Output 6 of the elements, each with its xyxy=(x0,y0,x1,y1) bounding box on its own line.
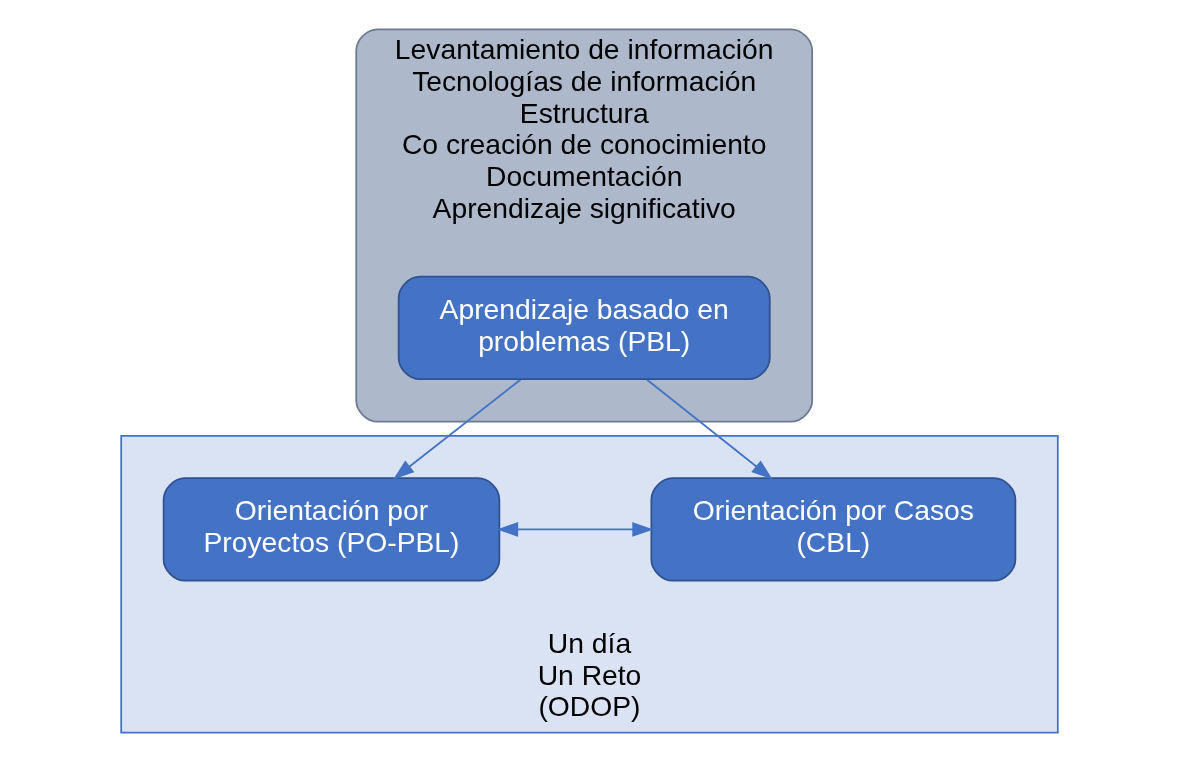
node-box: Orientación por Proyectos (PO-PBL) xyxy=(162,477,501,582)
node-box: Orientación por Casos (CBL) xyxy=(650,477,1017,582)
arrow xyxy=(646,378,773,480)
arrow xyxy=(393,378,522,480)
node-box: Aprendizaje basado en problemas (PBL) xyxy=(397,275,771,381)
arrow xyxy=(496,522,654,537)
